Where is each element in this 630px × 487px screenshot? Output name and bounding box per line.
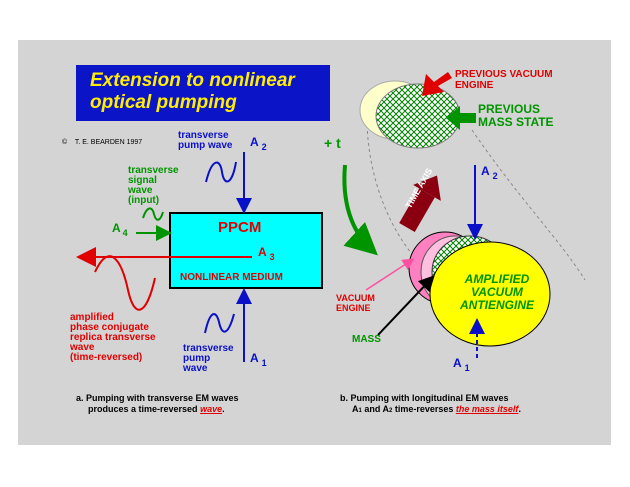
amplified-line-1: AMPLIFIED xyxy=(464,272,530,286)
right-a2-letter: A xyxy=(481,164,490,178)
title-box xyxy=(76,65,330,121)
plus-t-label: + t xyxy=(324,135,341,151)
output-line-3: replica transverse xyxy=(70,332,156,343)
left-caption: a. Pumping with transverse EM waves prod… xyxy=(76,393,239,415)
right-caption-prefix: time-reverses xyxy=(392,404,456,414)
title-line-1: Extension to nonlinear xyxy=(90,70,295,91)
previous-mass-line-1: PREVIOUS xyxy=(478,102,541,116)
previous-vacuum-line-1: PREVIOUS VACUUM xyxy=(455,69,553,80)
amplified-line-3: ANTIENGINE xyxy=(460,298,535,312)
time-axis-arrow xyxy=(399,175,441,233)
amplified-antiengine-label: AMPLIFIED VACUUM ANTIENGINE xyxy=(460,273,534,312)
previous-mass-pointer xyxy=(446,106,476,130)
plus-t-arrow xyxy=(342,164,378,256)
signal-line-3: wave xyxy=(128,185,153,196)
previous-vacuum-pointer xyxy=(422,72,452,96)
title-line-2: optical pumping xyxy=(90,92,237,113)
previous-vacuum-label: PREVIOUS VACUUM ENGINE xyxy=(455,69,553,91)
amplified-antiengine-ellipse xyxy=(429,241,551,347)
right-caption: b. Pumping with longitudinal EM waves A1… xyxy=(340,393,521,417)
copyright-text: T. E. BEARDEN 1997 xyxy=(74,139,143,146)
mass-pointer xyxy=(377,275,435,336)
output-line-4: wave xyxy=(70,342,95,353)
pump-bottom-wave xyxy=(204,313,235,334)
vacuum-engine-pointer xyxy=(365,258,415,291)
signal-line-1: transverse xyxy=(128,165,179,176)
guide-line-bottom xyxy=(471,129,586,281)
left-caption-line-1: a. Pumping with transverse EM waves xyxy=(76,393,239,403)
pump-top-wave xyxy=(205,161,237,183)
left-a3-sub: 3 xyxy=(269,252,275,262)
pump-bottom-line-2: pump xyxy=(183,353,211,364)
signal-line-2: signal xyxy=(128,175,157,186)
pump-bottom-label: transverse pump wave xyxy=(183,344,234,374)
previous-mass-line-2: MASS STATE xyxy=(478,115,554,129)
right-caption-emphasis: the mass itself xyxy=(455,404,519,414)
left-a2-sub: 2 xyxy=(261,142,267,152)
right-caption-line-1: b. Pumping with longitudinal EM waves xyxy=(340,393,509,403)
left-a1-letter: A xyxy=(250,351,259,365)
pump-bottom-line-1: transverse xyxy=(183,343,234,354)
right-caption-a1: A xyxy=(352,404,359,414)
nonlinear-medium-label: NONLINEAR MEDIUM xyxy=(180,272,283,283)
pump-top-line-2: pump wave xyxy=(178,140,233,151)
previous-mass-ellipse xyxy=(375,83,461,149)
right-a1-letter: A xyxy=(453,356,462,370)
left-caption-line-2: produces a time-reversed xyxy=(88,404,201,414)
right-a2-sub: 2 xyxy=(492,171,498,181)
left-a4-sub: 4 xyxy=(122,228,128,238)
copyright-symbol: © xyxy=(62,139,68,146)
left-a2-letter: A xyxy=(250,135,259,149)
copyright: © T. E. BEARDEN 1997 xyxy=(62,139,142,146)
signal-label: transverse signal wave (input) xyxy=(128,166,179,206)
right-caption-a1-sub: 1 xyxy=(358,408,362,414)
mass-label: MASS xyxy=(352,334,381,345)
right-caption-mid: and A xyxy=(361,404,390,414)
vacuum-engine-line-2: ENGINE xyxy=(336,303,371,313)
right-caption-suffix: . xyxy=(518,404,521,414)
ppcm-title: PPCM xyxy=(218,219,262,236)
left-a1-sub: 1 xyxy=(261,358,267,368)
pump-top-label: transverse pump wave xyxy=(178,131,232,151)
left-a4-letter: A xyxy=(112,221,121,235)
amplified-line-2: VACUUM xyxy=(471,285,523,299)
left-caption-emphasis: wave xyxy=(200,404,223,414)
output-line-5: (time-reversed) xyxy=(70,352,143,363)
output-wave xyxy=(94,255,156,311)
pump-top-line-1: transverse xyxy=(178,130,229,141)
output-line-1: amplified xyxy=(70,312,114,323)
page-title: Extension to nonlinear optical pumping xyxy=(90,70,295,114)
left-a3-letter: A xyxy=(258,245,267,259)
right-caption-a2-sub: 2 xyxy=(389,408,393,414)
previous-vacuum-line-2: ENGINE xyxy=(455,80,494,91)
signal-wave xyxy=(142,207,164,221)
signal-line-4: (input) xyxy=(128,195,160,206)
pump-bottom-line-3: wave xyxy=(183,363,208,374)
vacuum-engine-label: VACUUM ENGINE xyxy=(336,293,375,313)
output-line-2: phase conjugate xyxy=(70,322,149,333)
vacuum-engine-line-1: VACUUM xyxy=(336,293,375,303)
right-a1-sub: 1 xyxy=(464,363,470,373)
output-label: amplified phase conjugate replica transv… xyxy=(70,313,156,363)
previous-mass-label: PREVIOUS MASS STATE xyxy=(478,103,554,129)
left-caption-suffix: . xyxy=(222,404,225,414)
